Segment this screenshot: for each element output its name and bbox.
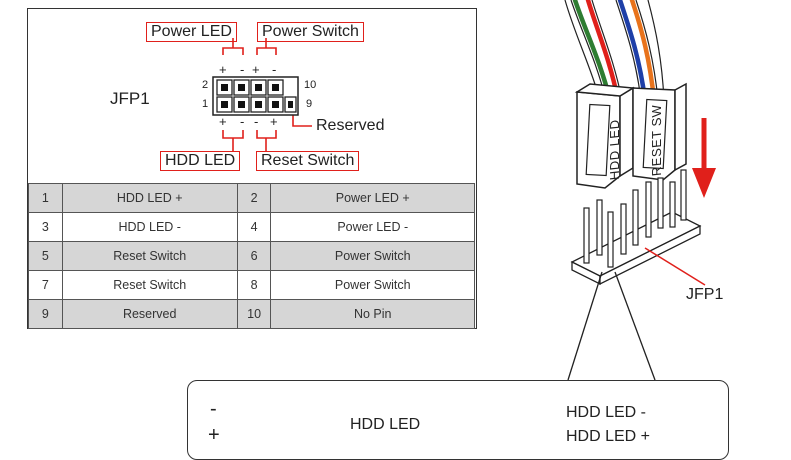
pin-label-cell: HDD LED +	[61, 183, 238, 213]
pin-label-cell: Reserved	[61, 299, 238, 329]
pin-number-10: 10	[304, 79, 317, 91]
pin-label-cell: Reset Switch	[61, 241, 238, 271]
pin-number-cell: 5	[28, 241, 63, 271]
reset-sw-connector-label: RESET SW	[649, 103, 664, 177]
hdd-led-callout	[187, 380, 729, 460]
pin-number-cell: 10	[236, 299, 272, 329]
pin-label-cell: No Pin	[270, 299, 475, 329]
callout-connector-label: HDD LED	[350, 416, 421, 433]
pin-header-diagram	[212, 38, 312, 151]
polarity-plus-reset: +	[270, 114, 278, 129]
polarity-minus-reset: -	[254, 114, 259, 129]
polarity-plus-power-switch: +	[252, 62, 260, 77]
jfp1-board-label: JFP1	[686, 286, 724, 303]
pin-label-cell: Reset Switch	[61, 270, 238, 300]
hdd-led-connector-label: HDD LED	[607, 118, 622, 181]
pin-number-cell: 2	[236, 183, 272, 213]
reset-switch-label: Reset Switch	[256, 151, 360, 171]
pin-label-cell: Power LED +	[270, 183, 475, 213]
polarity-minus-power-led: -	[240, 62, 245, 77]
polarity-plus-power-led: +	[219, 62, 227, 77]
polarity-minus-power-switch: -	[272, 62, 277, 77]
callout-minus-sign: -	[210, 398, 217, 420]
pin-number-9: 9	[306, 98, 313, 110]
pin-number-2: 2	[202, 79, 209, 91]
pin-number-cell: 1	[28, 183, 63, 213]
pin-label-cell: Power Switch	[270, 241, 475, 271]
jfp1-label: JFP1	[110, 89, 150, 108]
callout-pin-minus-label: HDD LED -	[566, 404, 647, 421]
hdd-led-label: HDD LED	[160, 151, 241, 171]
power-switch-label: Power Switch	[257, 22, 364, 42]
power-led-label: Power LED	[146, 22, 237, 42]
pin-number-1: 1	[202, 98, 209, 110]
callout-plus-sign: +	[208, 424, 220, 446]
pin-number-cell: 3	[28, 212, 63, 242]
polarity-plus-hdd-led: +	[219, 114, 227, 129]
polarity-minus-hdd-led: -	[240, 114, 245, 129]
callout-pin-plus-label: HDD LED +	[566, 428, 651, 445]
reserved-label: Reserved	[316, 117, 385, 134]
